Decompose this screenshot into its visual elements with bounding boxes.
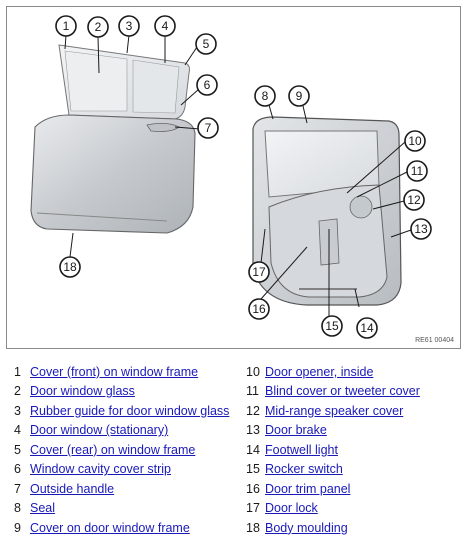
- legend-item-8: 8 Seal: [14, 499, 229, 519]
- callout-14: 14: [356, 317, 378, 339]
- legend-link-door-opener-inside[interactable]: Door opener, inside: [265, 364, 374, 379]
- callout-15: 15: [321, 315, 343, 337]
- door-diagram: 1 2 3 4 5 6 7 8 9 10 11 12 13 14 15 16 1…: [6, 6, 461, 349]
- legend-number: 15: [246, 462, 260, 477]
- callout-17: 17: [248, 261, 270, 283]
- legend-item-1: 1 Cover (front) on window frame: [14, 362, 229, 382]
- legend-link-outside-handle[interactable]: Outside handle: [30, 481, 115, 496]
- svg-text:6: 6: [204, 78, 211, 92]
- svg-text:9: 9: [296, 89, 303, 103]
- svg-text:11: 11: [411, 164, 424, 178]
- legend-number: 10: [246, 364, 260, 379]
- legend-link-seal[interactable]: Seal: [30, 501, 56, 516]
- legend-number: 7: [14, 481, 21, 496]
- legend-link-rubber-guide[interactable]: Rubber guide for door window glass: [30, 403, 230, 418]
- svg-text:18: 18: [63, 260, 77, 274]
- callout-16: 16: [248, 298, 270, 320]
- legend-item-2: 2 Door window glass: [14, 382, 229, 402]
- svg-text:17: 17: [252, 265, 266, 279]
- legend-number: 4: [14, 423, 21, 438]
- callout-5: 5: [195, 33, 217, 55]
- legend-item-18: 18 Body moulding: [246, 518, 420, 538]
- svg-text:16: 16: [252, 302, 266, 316]
- callout-6: 6: [196, 74, 218, 96]
- svg-text:8: 8: [262, 89, 269, 103]
- outer-door: [30, 44, 196, 234]
- legend-item-9: 9 Cover on door window frame: [14, 518, 229, 538]
- legend-column-right: 10 Door opener, inside 11 Blind cover or t…: [246, 362, 420, 538]
- legend-number: 1: [14, 364, 21, 379]
- inner-door: [252, 116, 402, 306]
- legend-item-11: 11 Blind cover or tweeter cover: [246, 382, 420, 402]
- legend-item-7: 7 Outside handle: [14, 479, 229, 499]
- legend-link-mid-range-speaker-cover[interactable]: Mid-range speaker cover: [265, 403, 404, 418]
- legend-number: 16: [246, 481, 260, 496]
- legend-link-door-lock[interactable]: Door lock: [265, 501, 318, 516]
- legend-item-17: 17 Door lock: [246, 499, 420, 519]
- legend-number: 11: [246, 384, 259, 399]
- legend-item-3: 3 Rubber guide for door window glass: [14, 401, 229, 421]
- callout-4: 4: [154, 15, 176, 37]
- callout-8: 8: [254, 85, 276, 107]
- legend-link-rocker-switch[interactable]: Rocker switch: [265, 462, 343, 477]
- legend-number: 8: [14, 501, 21, 516]
- svg-text:5: 5: [203, 37, 210, 51]
- callout-18: 18: [59, 256, 81, 278]
- legend-item-4: 4 Door window (stationary): [14, 421, 229, 441]
- leader-lines: [64, 34, 412, 316]
- legend-item-10: 10 Door opener, inside: [246, 362, 420, 382]
- svg-text:13: 13: [414, 222, 428, 236]
- legend-link-door-window-glass[interactable]: Door window glass: [30, 384, 135, 399]
- callout-7: 7: [197, 117, 219, 139]
- callout-10: 10: [404, 130, 426, 152]
- svg-text:1: 1: [63, 19, 70, 33]
- legend-item-13: 13 Door brake: [246, 421, 420, 441]
- svg-text:3: 3: [126, 19, 133, 33]
- legend-item-14: 14 Footwell light: [246, 440, 420, 460]
- legend-number: 5: [14, 442, 21, 457]
- legend-number: 13: [246, 423, 260, 438]
- legend-number: 18: [246, 520, 260, 535]
- door-illustration: 1 2 3 4 5 6 7 8 9 10 11 12 13 14 15 16 1…: [30, 15, 432, 339]
- svg-text:12: 12: [407, 193, 421, 207]
- legend-link-cover-rear[interactable]: Cover (rear) on window frame: [30, 442, 196, 457]
- legend-link-body-moulding[interactable]: Body moulding: [265, 520, 348, 535]
- legend-link-footwell-light[interactable]: Footwell light: [265, 442, 338, 457]
- legend-number: 17: [246, 501, 260, 516]
- legend-number: 14: [246, 442, 260, 457]
- callout-2: 2: [87, 16, 109, 38]
- legend-link-door-brake[interactable]: Door brake: [265, 423, 327, 438]
- svg-text:4: 4: [162, 19, 169, 33]
- legend-number: 9: [14, 520, 21, 535]
- svg-text:14: 14: [360, 321, 374, 335]
- callout-9: 9: [288, 85, 310, 107]
- legend-item-12: 12 Mid-range speaker cover: [246, 401, 420, 421]
- callout-13: 13: [410, 218, 432, 240]
- svg-text:10: 10: [408, 134, 422, 148]
- legend-item-6: 6 Window cavity cover strip: [14, 460, 229, 480]
- svg-text:2: 2: [95, 20, 102, 34]
- legend-link-door-trim-panel[interactable]: Door trim panel: [265, 481, 351, 496]
- figure-code: RE61 00404: [415, 337, 454, 344]
- legend-link-door-window-stationary[interactable]: Door window (stationary): [30, 423, 169, 438]
- legend-number: 2: [14, 384, 21, 399]
- legend-item-16: 16 Door trim panel: [246, 479, 420, 499]
- svg-text:7: 7: [205, 121, 212, 135]
- callout-12: 12: [403, 189, 425, 211]
- legend-number: 12: [246, 403, 260, 418]
- legend-link-cover-door-window-frame[interactable]: Cover on door window frame: [30, 520, 190, 535]
- legend-link-window-cavity-cover[interactable]: Window cavity cover strip: [30, 462, 172, 477]
- legend-item-5: 5 Cover (rear) on window frame: [14, 440, 229, 460]
- legend-number: 6: [14, 462, 21, 477]
- legend-link-blind-cover[interactable]: Blind cover or tweeter cover: [265, 384, 420, 399]
- legend-link-cover-front[interactable]: Cover (front) on window frame: [30, 364, 199, 379]
- callout-1: 1: [55, 15, 77, 37]
- legend-number: 3: [14, 403, 21, 418]
- callout-11: 11: [406, 160, 428, 182]
- callout-3: 3: [118, 15, 140, 37]
- svg-text:15: 15: [325, 319, 339, 333]
- legend-item-15: 15 Rocker switch: [246, 460, 420, 480]
